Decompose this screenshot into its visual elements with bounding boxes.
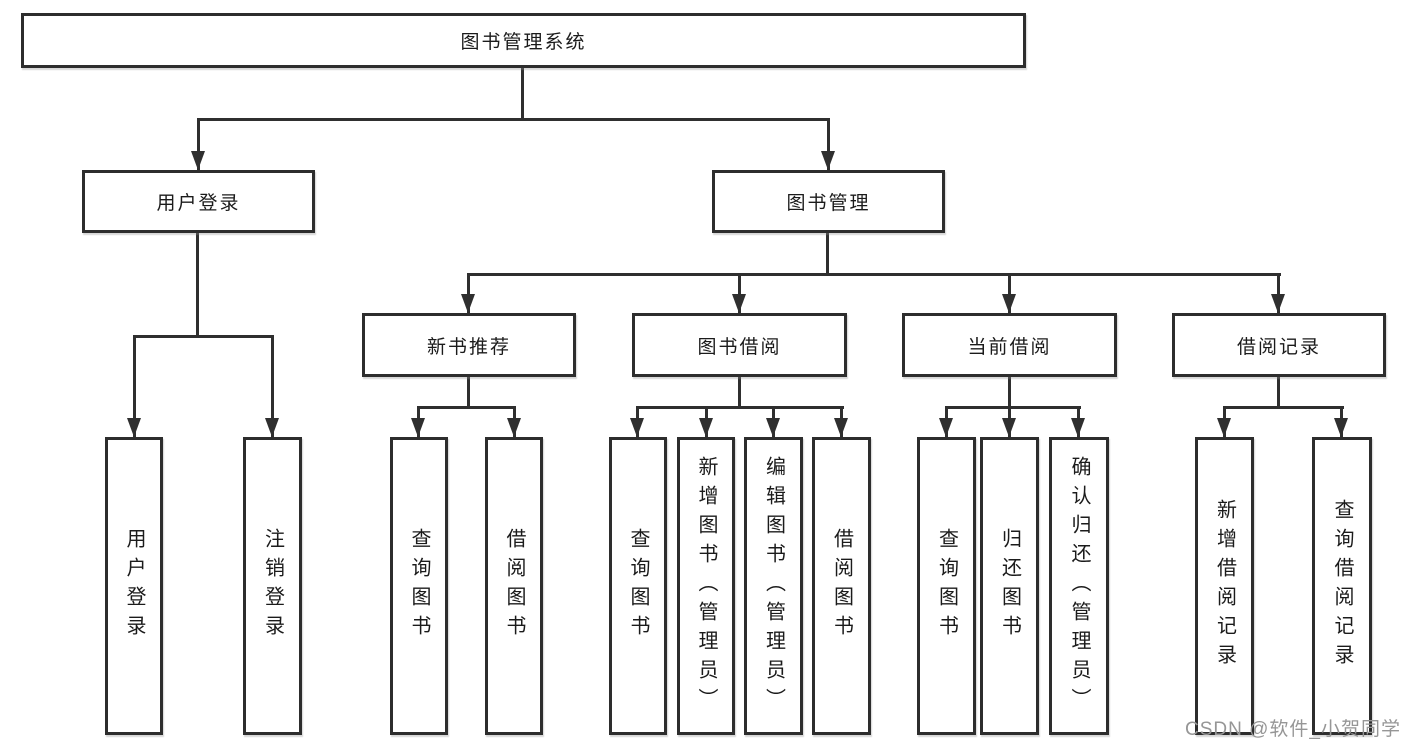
arrow-down [732,273,746,313]
connector-line [196,233,199,338]
leaf-user-login-label: 用户登录 [123,528,145,644]
arrow-down [1271,273,1285,313]
connector-line [738,377,741,409]
connector-line [133,335,274,338]
node-borrow-records-label: 借阅记录 [1236,336,1321,358]
connector-line [417,406,516,409]
leaf-query-books-current-label: 查询图书 [935,528,958,644]
connector-line [467,377,470,409]
leaf-add-book-admin: 新增图书（管理员） [677,437,735,735]
leaf-add-book-admin-label: 新增图书（管理员） [695,455,717,717]
connector-line [1223,406,1344,409]
node-user-login: 用户登录 [82,170,315,233]
leaf-query-books-current: 查询图书 [917,437,976,735]
arrow-down [1071,406,1085,437]
leaf-confirm-return-admin-label: 确认归还（管理员） [1068,455,1090,717]
node-new-book-recommend-label: 新书推荐 [426,336,511,358]
leaf-logout: 注销登录 [243,437,302,735]
leaf-query-books-recommend: 查询图书 [390,437,448,735]
leaf-query-borrow-record-label: 查询借阅记录 [1331,499,1353,673]
arrow-down [834,406,848,437]
leaf-query-books-recommend-label: 查询图书 [408,528,430,644]
node-root: 图书管理系统 [21,13,1026,68]
arrow-down [1217,406,1231,437]
node-book-management: 图书管理 [712,170,945,233]
leaf-borrow-books: 借阅图书 [812,437,871,735]
node-root-label: 图书管理系统 [460,32,587,53]
arrow-down [766,406,780,437]
connector-line [197,118,829,121]
connector-line [521,68,524,121]
leaf-query-books-borrow-label: 查询图书 [627,528,649,644]
leaf-borrow-books-recommend-label: 借阅图书 [503,528,525,644]
leaf-edit-book-admin: 编辑图书（管理员） [744,437,803,735]
connector-line [467,273,1281,276]
arrow-down [507,406,521,437]
arrow-down [1334,406,1348,437]
leaf-user-login: 用户登录 [105,437,163,735]
leaf-borrow-books-label: 借阅图书 [830,528,853,644]
arrow-down [461,273,475,313]
connector-line [945,406,1081,409]
node-current-borrow: 当前借阅 [902,313,1117,377]
arrow-down [1002,273,1016,313]
arrow-down [127,335,141,437]
arrow-down [411,406,425,437]
node-book-borrow: 图书借阅 [632,313,847,377]
node-book-management-label: 图书管理 [786,193,871,214]
arrow-down [191,118,205,170]
node-current-borrow-label: 当前借阅 [967,336,1052,358]
arrow-down [699,406,713,437]
node-user-login-label: 用户登录 [156,193,241,214]
connector-line [1008,377,1011,409]
leaf-edit-book-admin-label: 编辑图书（管理员） [762,455,785,717]
leaf-return-book-label: 归还图书 [998,528,1021,644]
connector-line [636,406,844,409]
node-borrow-records: 借阅记录 [1172,313,1386,377]
leaf-confirm-return-admin: 确认归还（管理员） [1049,437,1109,735]
leaf-add-borrow-record-label: 新增借阅记录 [1213,499,1236,673]
leaf-return-book: 归还图书 [980,437,1039,735]
leaf-query-books-borrow: 查询图书 [609,437,667,735]
leaf-borrow-books-recommend: 借阅图书 [485,437,543,735]
connector-line [1277,377,1280,409]
arrow-down [630,406,644,437]
arrow-down [939,406,953,437]
csdn-watermark: CSDN @软件_小贺同学 [1185,719,1401,740]
leaf-query-borrow-record: 查询借阅记录 [1312,437,1372,735]
arrow-down [1002,406,1016,437]
leaf-logout-label: 注销登录 [261,528,284,644]
connector-line [826,233,829,276]
leaf-add-borrow-record: 新增借阅记录 [1195,437,1254,735]
node-book-borrow-label: 图书借阅 [697,336,782,358]
arrow-down [821,118,835,170]
arrow-down [265,335,279,437]
node-new-book-recommend: 新书推荐 [362,313,576,377]
